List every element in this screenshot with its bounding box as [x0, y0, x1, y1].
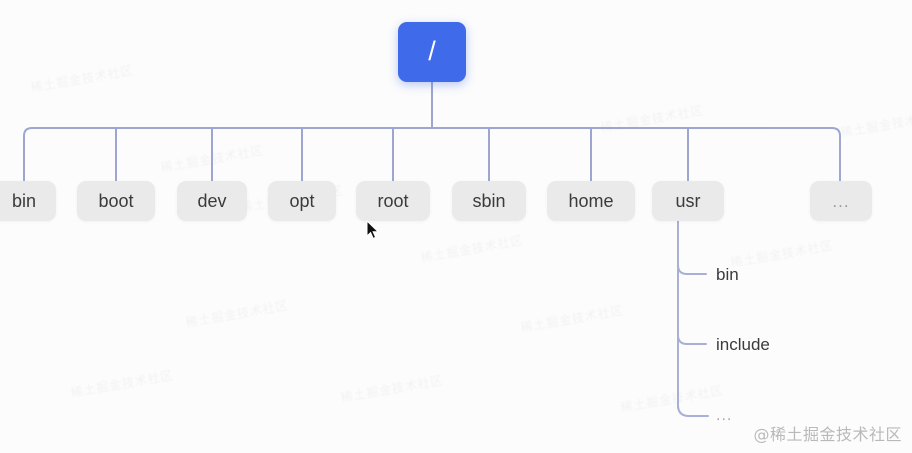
mouse-cursor [366, 220, 380, 240]
node-opt[interactable]: opt [268, 181, 336, 221]
node-usr[interactable]: usr [652, 181, 724, 221]
node-boot[interactable]: boot [77, 181, 155, 221]
background-watermark: 稀土掘金技术社区 [339, 373, 445, 405]
background-watermark: 稀土掘金技术社区 [839, 108, 912, 140]
link-usr-bin [677, 264, 707, 275]
node-home[interactable]: home [547, 181, 635, 221]
link-usr-include [677, 334, 707, 345]
node-sbin[interactable]: sbin [452, 181, 526, 221]
node-dev[interactable]: dev [177, 181, 247, 221]
node-opt-label: opt [289, 191, 315, 211]
background-watermark: 稀土掘金技术社区 [159, 143, 265, 175]
node-usr-label: usr [675, 191, 701, 211]
node-boot-label: boot [98, 191, 134, 211]
node-more-label: ... [832, 191, 850, 211]
link-bus [23, 127, 841, 182]
background-watermark: 稀土掘金技术社区 [519, 303, 625, 335]
link-usr-more [677, 404, 709, 417]
leaf-usr-bin[interactable]: bin [716, 265, 739, 284]
leaf-usr-more[interactable]: ... [716, 407, 733, 424]
corner-watermark: @稀土掘金技术社区 [753, 425, 902, 444]
background-watermark: 稀土掘金技术社区 [29, 63, 135, 95]
background-watermark: 稀土掘金技术社区 [69, 368, 175, 400]
node-more[interactable]: ... [810, 181, 872, 221]
background-watermark: 稀土掘金技术社区 [619, 383, 725, 415]
node-sbin-label: sbin [472, 191, 506, 211]
background-watermark: 稀土掘金技术社区 [729, 238, 835, 270]
node-home-label: home [568, 191, 614, 211]
node-root-dir-label: root [377, 191, 409, 211]
background-watermark: 稀土掘金技术社区 [419, 233, 525, 265]
background-watermark: 稀土掘金技术社区 [599, 103, 705, 135]
root-node[interactable]: / [398, 22, 466, 82]
node-bin[interactable]: bin [0, 181, 56, 221]
node-dev-label: dev [197, 191, 227, 211]
background-watermark: 稀土掘金技术社区 [184, 298, 290, 330]
node-bin-label: bin [11, 191, 37, 211]
root-node-label: / [428, 35, 436, 66]
leaf-usr-include[interactable]: include [716, 335, 770, 354]
node-root-dir[interactable]: root [356, 181, 430, 221]
